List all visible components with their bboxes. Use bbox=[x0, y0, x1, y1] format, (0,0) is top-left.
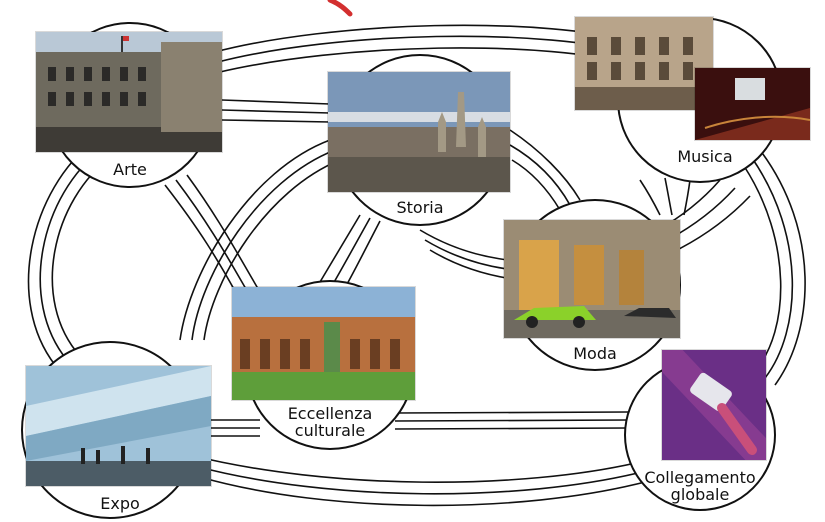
link-musica-moda bbox=[639, 177, 691, 216]
photo-moda bbox=[504, 220, 680, 338]
link-expo-collegamento bbox=[189, 454, 646, 507]
photo-expo bbox=[26, 366, 211, 486]
label-storia: Storia bbox=[396, 198, 444, 217]
link-storia-moda bbox=[509, 129, 581, 211]
link-arte-storia bbox=[221, 99, 331, 123]
link-arte-eccellenza bbox=[164, 174, 261, 301]
link-storia-eccellenza bbox=[319, 214, 381, 287]
photo-eccellenza bbox=[232, 287, 415, 400]
photo-musica-facade bbox=[575, 17, 713, 110]
label-eccellenza-line2: culturale bbox=[294, 421, 366, 440]
link-storia-expo bbox=[179, 139, 341, 341]
logo-swoosh bbox=[327, 0, 353, 17]
label-collegamento-line1: Collegamento bbox=[644, 468, 756, 487]
photo-musica-interior bbox=[695, 68, 810, 140]
label-arte: Arte bbox=[113, 160, 147, 179]
label-expo: Expo bbox=[100, 494, 140, 513]
link-expo-eccellenza bbox=[210, 419, 260, 437]
label-eccellenza: Eccellenza culturale bbox=[270, 405, 390, 439]
photo-arte bbox=[36, 32, 222, 152]
label-eccellenza-line1: Eccellenza bbox=[287, 404, 373, 423]
label-collegamento: Collegamento globale bbox=[640, 469, 760, 503]
label-musica: Musica bbox=[677, 147, 733, 166]
label-collegamento-line2: globale bbox=[670, 485, 730, 504]
photo-storia bbox=[328, 72, 510, 192]
label-moda: Moda bbox=[573, 344, 617, 363]
link-musica-collegamento bbox=[743, 149, 806, 386]
link-eccellenza-collegamento bbox=[394, 411, 629, 430]
photo-collegamento bbox=[662, 350, 766, 460]
